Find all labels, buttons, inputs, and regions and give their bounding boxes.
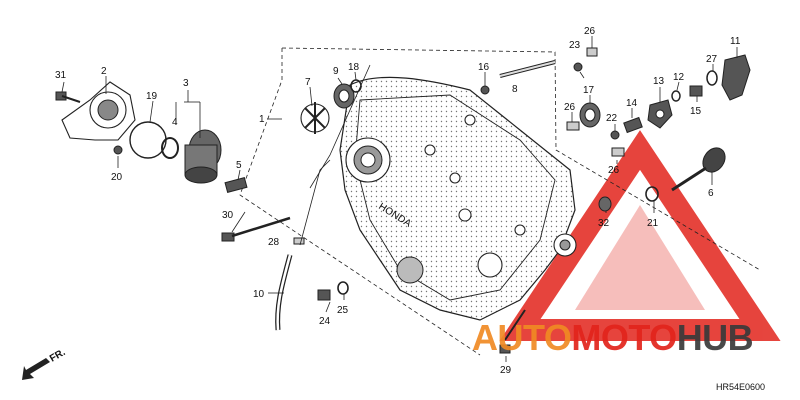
oil-filter-3 [184, 129, 222, 184]
label-16: 16 [478, 62, 490, 73]
label-31: 31 [55, 70, 67, 81]
label-21: 21 [647, 218, 659, 229]
bolt-30 [221, 216, 291, 242]
part-13 [647, 99, 673, 129]
washer-12 [671, 90, 681, 102]
leader-lines [61, 36, 738, 362]
dowel-26-top [586, 47, 598, 57]
watermark-part3: HUB [677, 317, 754, 358]
washer-22 [610, 130, 620, 140]
group-frame [239, 47, 761, 356]
o-ring-4 [161, 137, 179, 159]
impeller-7 [300, 102, 330, 134]
part-15 [689, 85, 703, 97]
watermark-triangle [499, 130, 781, 341]
label-26c: 26 [608, 165, 620, 176]
label-32: 32 [598, 218, 610, 229]
shaft-8 [499, 60, 556, 78]
watermark-text: AUTOMOTOHUB [472, 317, 753, 358]
label-24: 24 [319, 316, 331, 327]
seal-32 [598, 196, 612, 212]
label-7: 7 [305, 77, 311, 88]
bolt-29 [499, 309, 526, 354]
label-8: 8 [512, 84, 518, 95]
label-27: 27 [706, 54, 718, 65]
washer-23 [573, 62, 583, 72]
label-23: 23 [569, 40, 581, 51]
label-5: 5 [236, 160, 242, 171]
front-direction-indicator: FR. [22, 347, 68, 380]
label-26a: 26 [584, 26, 596, 37]
label-10: 10 [253, 289, 265, 300]
label-2: 2 [101, 66, 107, 77]
crankcase-cover [339, 76, 577, 321]
part-14 [623, 116, 643, 134]
diagram-code: HR54E0600 [716, 382, 765, 392]
label-6: 6 [708, 188, 714, 199]
label-29: 29 [500, 365, 512, 376]
watermark-logo: AUTOMOTOHUB [472, 317, 754, 358]
label-17: 17 [583, 85, 595, 96]
label-19: 19 [146, 91, 158, 102]
direction-label: FR. [48, 347, 68, 365]
watermark-part2: MOTO [571, 317, 676, 358]
label-20: 20 [111, 172, 123, 183]
label-25: 25 [337, 305, 349, 316]
label-28: 28 [268, 237, 280, 248]
bracket-11 [721, 54, 751, 101]
nut-24 [317, 289, 331, 301]
label-3: 3 [183, 78, 189, 89]
washer-25 [337, 281, 349, 295]
part-labels: 1 2 3 4 5 6 7 8 9 10 11 12 13 14 15 16 1… [55, 26, 741, 376]
bolt-31 [55, 91, 81, 103]
label-1: 1 [259, 114, 265, 125]
label-22: 22 [606, 113, 618, 124]
pin-28 [293, 237, 305, 245]
filter-cover [61, 81, 136, 141]
label-14: 14 [626, 98, 638, 109]
label-18: 18 [348, 62, 360, 73]
o-ring-21 [645, 186, 659, 202]
washer-20 [113, 145, 123, 155]
label-13: 13 [653, 76, 665, 87]
dowel-26-right [611, 147, 625, 157]
label-4: 4 [172, 117, 178, 128]
watermark-part1: AUTO [472, 317, 571, 358]
o-ring-27 [706, 70, 718, 86]
label-9: 9 [333, 66, 339, 77]
washer-16 [480, 85, 490, 95]
label-15: 15 [690, 106, 702, 117]
spring-5 [224, 176, 248, 194]
label-12: 12 [673, 72, 685, 83]
dowel-26-mid [566, 121, 580, 131]
bearing-17 [579, 102, 601, 128]
o-ring-19 [129, 121, 167, 159]
bearing-9 [333, 83, 355, 109]
dipstick-6 [671, 147, 726, 192]
label-11: 11 [730, 36, 741, 47]
label-26b: 26 [564, 102, 576, 113]
arrow-down-left-icon [22, 358, 50, 380]
label-30: 30 [222, 210, 234, 221]
